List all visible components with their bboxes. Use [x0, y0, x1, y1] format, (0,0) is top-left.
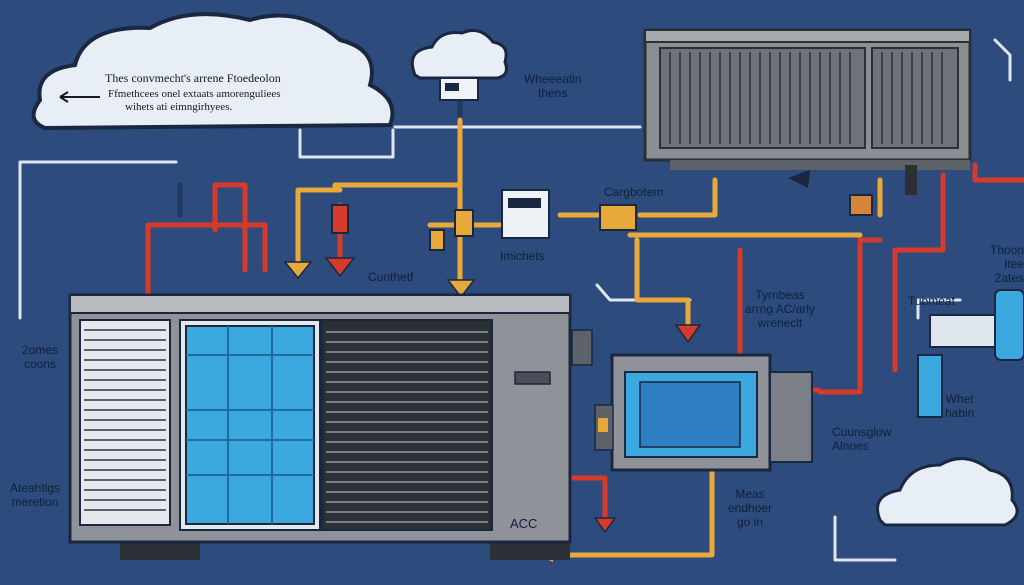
thermostat-icon [439, 77, 479, 101]
control-box-icon [501, 189, 550, 239]
left-label-upper: 2omes coons [22, 343, 59, 371]
yellow-pipe-right [637, 177, 718, 218]
cloud-line-2: Ffmethcees onel extaats amorenguliees [108, 88, 281, 100]
cloud-line-1: Thes convmecht's arrene Ftoedeolon [105, 71, 281, 85]
light-pipe-right [916, 298, 962, 320]
cloud-main [31, 12, 395, 131]
red-pipe-left [145, 222, 268, 298]
light-pipe-cloud [298, 128, 395, 159]
thermostat-label: Tubmeat [908, 294, 955, 308]
yellow-pipe-bottom [542, 467, 715, 558]
fan-icon [326, 331, 488, 523]
carbon-label: Cargbotem [604, 185, 664, 199]
left-label-lower: Ateahtigs meretion [10, 481, 61, 509]
cloud-small-bottom [876, 457, 1019, 527]
outdoor-unit [68, 293, 593, 560]
light-pipe-bottom-right [833, 515, 897, 562]
bottom-center-label: Meas endhoer go in [728, 487, 773, 529]
bottom-right-label: Cuunsglow Alnoes [832, 425, 892, 453]
air-handler-unit [643, 28, 972, 170]
red-pipe-bottom [569, 475, 608, 523]
light-pipe-top-right [993, 38, 1012, 82]
top-right-label: Wheeeatin thens [524, 72, 582, 100]
water-tank [905, 165, 1024, 418]
yellow-pipe-left [295, 187, 343, 265]
instructs-label: Imichets [500, 249, 545, 263]
far-right-label: Thoon Itee 2ates [990, 243, 1024, 285]
unit-brand-label: ACC [510, 516, 538, 531]
right-small-label: Whet habin [945, 392, 975, 420]
evaporator-unit [594, 353, 813, 472]
light-pipe-left [18, 160, 178, 320]
arrow-icon [283, 170, 810, 562]
valve-icon [331, 194, 873, 251]
current-label: Cunthetf [368, 270, 414, 284]
middle-label: Tyrnbeas arrng AC/arly wreneclt [745, 288, 816, 330]
cloud-line-3: wihets ati eimngirhyees. [125, 101, 233, 113]
cloud-small-top [410, 29, 508, 80]
